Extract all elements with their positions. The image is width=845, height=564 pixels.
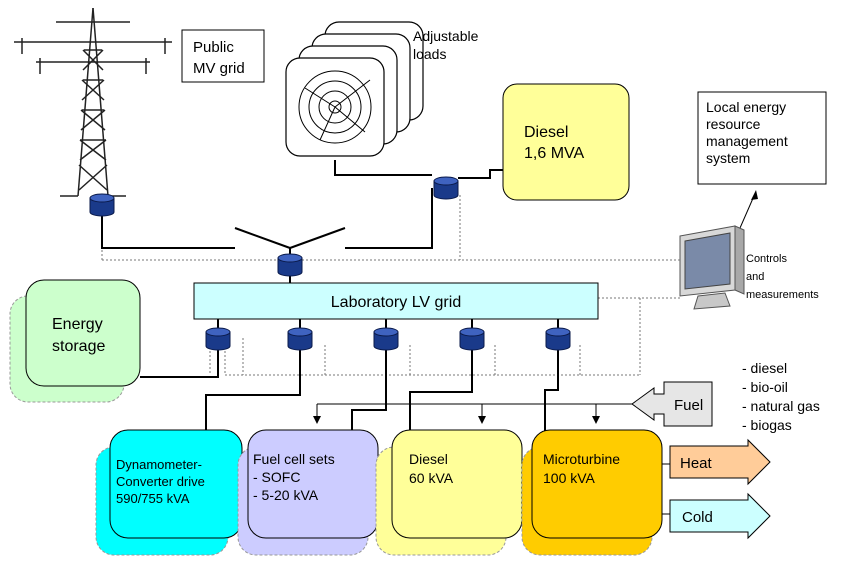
- circuit-breaker-icon: [89, 193, 115, 217]
- power-lines-feeders: [140, 319, 559, 435]
- heat-label: Heat: [680, 455, 713, 472]
- fuel-label: Fuel: [674, 397, 703, 414]
- diesel-big-label-2: 1,6 MVA: [524, 145, 585, 162]
- controls-label-2: and: [746, 271, 764, 283]
- circuit-breaker-icon: [545, 327, 571, 351]
- management-label-3: management: [706, 133, 788, 149]
- fuel-type-1: - diesel: [742, 360, 787, 376]
- dynamometer-label-3: 590/755 kVA: [116, 491, 190, 506]
- controls-label-3: measurements: [746, 289, 819, 301]
- microturbine-label-2: 100 kVA: [543, 470, 596, 486]
- energy-storage-label-1: Energy: [52, 316, 103, 333]
- microturbine-box: [531, 429, 663, 539]
- circuit-breaker-icon: [277, 253, 303, 277]
- circuit-breaker-icon: [459, 327, 485, 351]
- fuel-cell-label-2: - SOFC: [253, 469, 300, 485]
- management-system-box: [697, 91, 827, 185]
- public-grid-box: [181, 29, 265, 83]
- energy-storage-box: [25, 279, 141, 387]
- diesel-big-box: [502, 83, 630, 201]
- microturbine-label-1: Microturbine: [543, 451, 620, 467]
- cold-label: Cold: [682, 509, 713, 526]
- lv-grid-bar: [193, 282, 599, 320]
- circuit-breaker-icon: [287, 327, 313, 351]
- dynamometer-label-1: Dynamometer-: [116, 457, 202, 472]
- fuel-type-4: - biogas: [742, 417, 792, 433]
- dynamometer-label-2: Converter drive: [116, 474, 205, 489]
- circuit-breaker-icon: [433, 176, 459, 200]
- transmission-tower-icon: [14, 7, 172, 197]
- management-label-2: resource: [706, 116, 761, 132]
- diesel-small-label-1: Diesel: [409, 451, 448, 467]
- management-arrow: [739, 195, 755, 229]
- fuel-type-3: - natural gas: [742, 398, 820, 414]
- heat-arrow: [669, 438, 771, 486]
- circuit-breaker-icon: [205, 327, 231, 351]
- diesel-big-label-1: Diesel: [524, 124, 568, 141]
- adjustable-loads-label-1: Adjustable: [413, 28, 479, 44]
- public-grid-label-1: Public: [193, 39, 234, 56]
- fuel-arrowheads: [313, 416, 600, 424]
- fuel-cell-label-3: - 5-20 kVA: [253, 487, 319, 503]
- controls-label-1: Controls: [746, 253, 787, 265]
- fuel-arrow: [631, 381, 713, 427]
- diesel-small-label-2: 60 kVA: [409, 470, 454, 486]
- heat-cold-lines: [662, 463, 670, 515]
- management-label-4: system: [706, 150, 750, 166]
- adjustable-loads-label-2: loads: [413, 46, 446, 62]
- fuel-distribution-lines: [316, 403, 632, 418]
- lv-grid-label: Laboratory LV grid: [331, 294, 461, 311]
- management-arrowhead: [751, 190, 758, 200]
- public-grid-label-2: MV grid: [193, 60, 245, 77]
- cold-arrow: [669, 492, 771, 540]
- computer-monitor-icon: [679, 225, 745, 310]
- circuit-breaker-icon: [373, 327, 399, 351]
- fuel-type-2: - bio-oil: [742, 379, 788, 395]
- energy-storage-label-2: storage: [52, 338, 105, 355]
- fan-load-icon: [285, 21, 424, 157]
- fuel-cell-label-1: Fuel cell sets: [253, 451, 335, 467]
- management-label-1: Local energy: [706, 99, 786, 115]
